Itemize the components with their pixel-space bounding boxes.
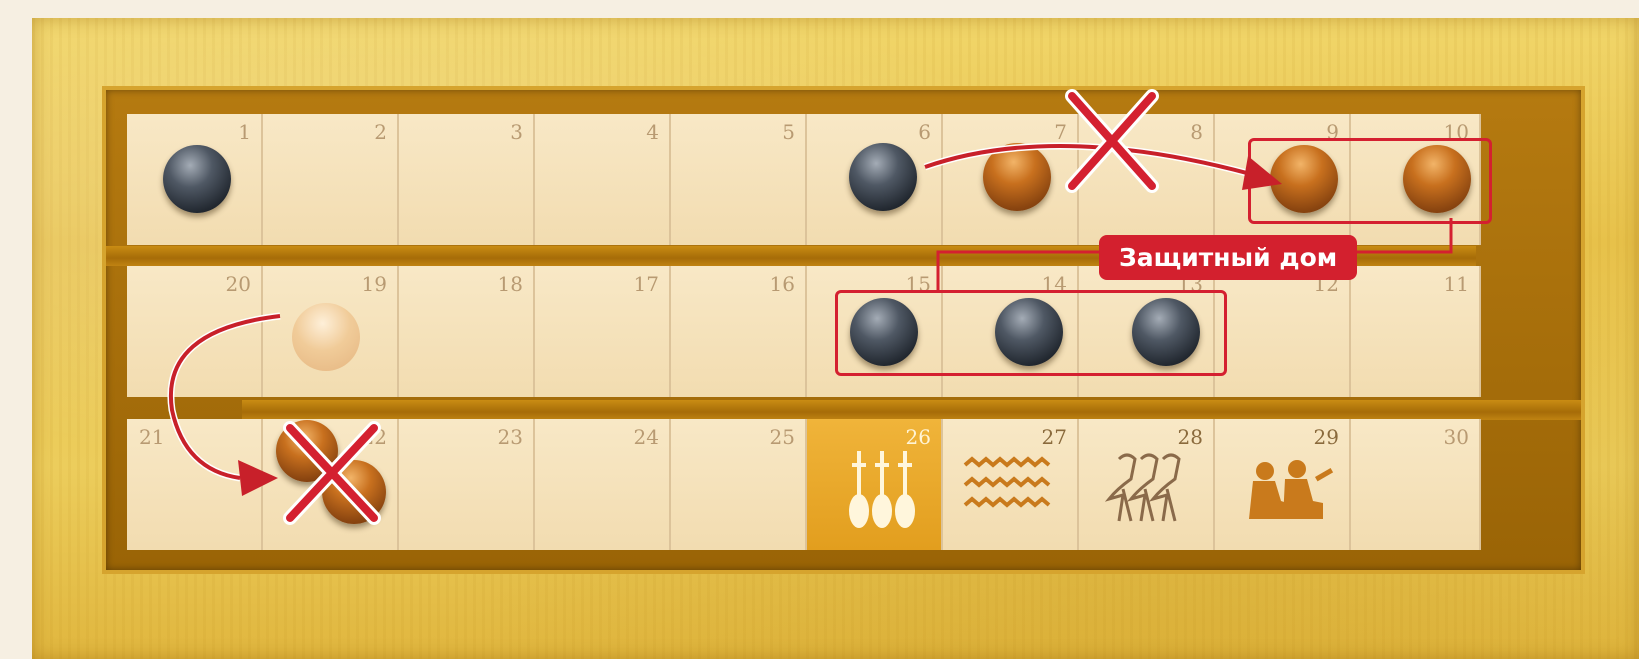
move-arrow-bottom: [171, 316, 280, 496]
cross-mark-top: [1072, 96, 1152, 186]
defensive-house-label: Защитный дом: [1099, 235, 1357, 280]
cross-mark-bottom: [290, 428, 374, 518]
